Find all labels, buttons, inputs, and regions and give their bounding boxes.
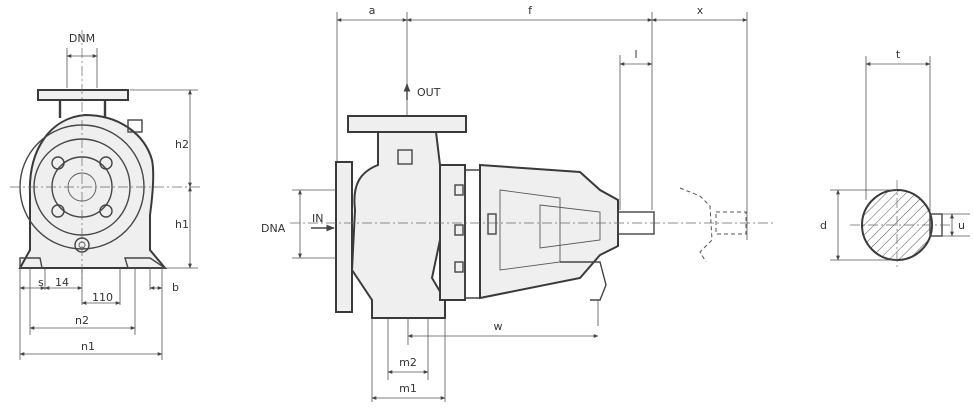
- shaft-key-side: [487, 213, 497, 235]
- bracket-foot: [560, 261, 607, 301]
- front-view: DNM h2 h1 s 14 110 b n2 n1: [10, 30, 200, 360]
- f-label: f: [528, 4, 533, 17]
- x-label: x: [697, 4, 704, 17]
- suction-flange-side: [335, 161, 353, 313]
- d-label: d: [820, 219, 827, 232]
- coupling-shaft: [715, 211, 747, 235]
- bracket-window-inner: [539, 204, 601, 249]
- in-label: IN: [312, 212, 323, 225]
- discharge-flange: [37, 89, 129, 101]
- dim-110-label: 110: [92, 291, 113, 304]
- h2-label: h2: [175, 138, 189, 151]
- seal-housing: [464, 169, 481, 299]
- bolt-hole: [99, 204, 113, 218]
- s-label: s: [38, 276, 44, 289]
- w-label: w: [494, 320, 503, 333]
- n1-label: n1: [81, 340, 95, 353]
- bolt-hole: [51, 204, 65, 218]
- out-label: OUT: [417, 86, 441, 99]
- h1-label: h1: [175, 218, 189, 231]
- shaft-section-view: t d u: [820, 48, 970, 270]
- t-label: t: [896, 48, 901, 61]
- b-label: b: [172, 281, 179, 294]
- dna-label: DNA: [261, 222, 286, 235]
- vent-plug-side: [397, 149, 413, 165]
- bearing-bracket: [479, 163, 619, 300]
- discharge-neck: [58, 100, 107, 118]
- bolt-rows: [454, 184, 464, 273]
- a-label: a: [369, 4, 376, 17]
- dnm-label: DNM: [69, 32, 95, 45]
- m1-label: m1: [399, 382, 417, 395]
- discharge-flange-side: [347, 115, 467, 133]
- volute-casing-side: [350, 131, 446, 319]
- casing-cover: [439, 164, 466, 301]
- bolt-hole: [99, 156, 113, 170]
- coupling-outline: [679, 187, 713, 263]
- side-view: a f x l OUT DNA IN: [261, 4, 775, 402]
- vent-boss: [127, 119, 143, 133]
- dim-14-label: 14: [55, 276, 69, 289]
- l-label: l: [634, 48, 637, 61]
- n2-label: n2: [75, 314, 89, 327]
- u-label: u: [958, 219, 965, 232]
- bolt-hole: [51, 156, 65, 170]
- m2-label: m2: [399, 356, 417, 369]
